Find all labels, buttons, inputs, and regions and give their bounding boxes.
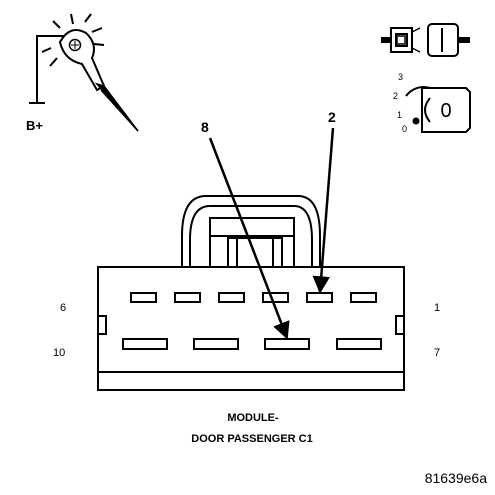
caption-line-2: DOOR PASSENGER C1 (191, 433, 312, 445)
ignition-position-3: 3 (398, 72, 403, 82)
cavity-2 (306, 292, 333, 303)
connector-lock-tab (181, 195, 321, 268)
cavity-4 (218, 292, 245, 303)
pin-label-1: 1 (434, 302, 440, 314)
battery-positive-label: B+ (26, 118, 43, 133)
cavity-8 (264, 338, 310, 350)
figure-id: 81639e6a (425, 470, 488, 486)
ignition-key-label: 0 (440, 100, 451, 122)
cavity-row-bottom (122, 338, 382, 350)
ignition-position-2: 2 (393, 91, 398, 101)
cavity-10 (122, 338, 168, 350)
test-light-icon (29, 13, 139, 132)
cavity-7 (336, 338, 382, 350)
ignition-position-0: 0 (402, 124, 407, 134)
pin-label-7: 7 (434, 347, 440, 359)
callout-arrow-8 (208, 137, 290, 340)
callout-label-8: 8 (201, 119, 209, 135)
cavity-9 (193, 338, 239, 350)
pin-label-10: 10 (53, 347, 65, 359)
callout-label-2: 2 (328, 109, 336, 125)
caption-line-1: MODULE- (227, 412, 279, 424)
pin-label-6: 6 (60, 302, 66, 314)
cavity-5 (174, 292, 201, 303)
ignition-position-1: 1 (397, 110, 402, 120)
callout-arrow-2 (312, 127, 335, 294)
ignition-switch-icon (405, 86, 471, 133)
cavity-3 (262, 292, 289, 303)
cavity-1 (350, 292, 377, 303)
connector-body (97, 266, 405, 391)
cavity-6 (130, 292, 157, 303)
connector-disconnect-icon (381, 23, 470, 57)
